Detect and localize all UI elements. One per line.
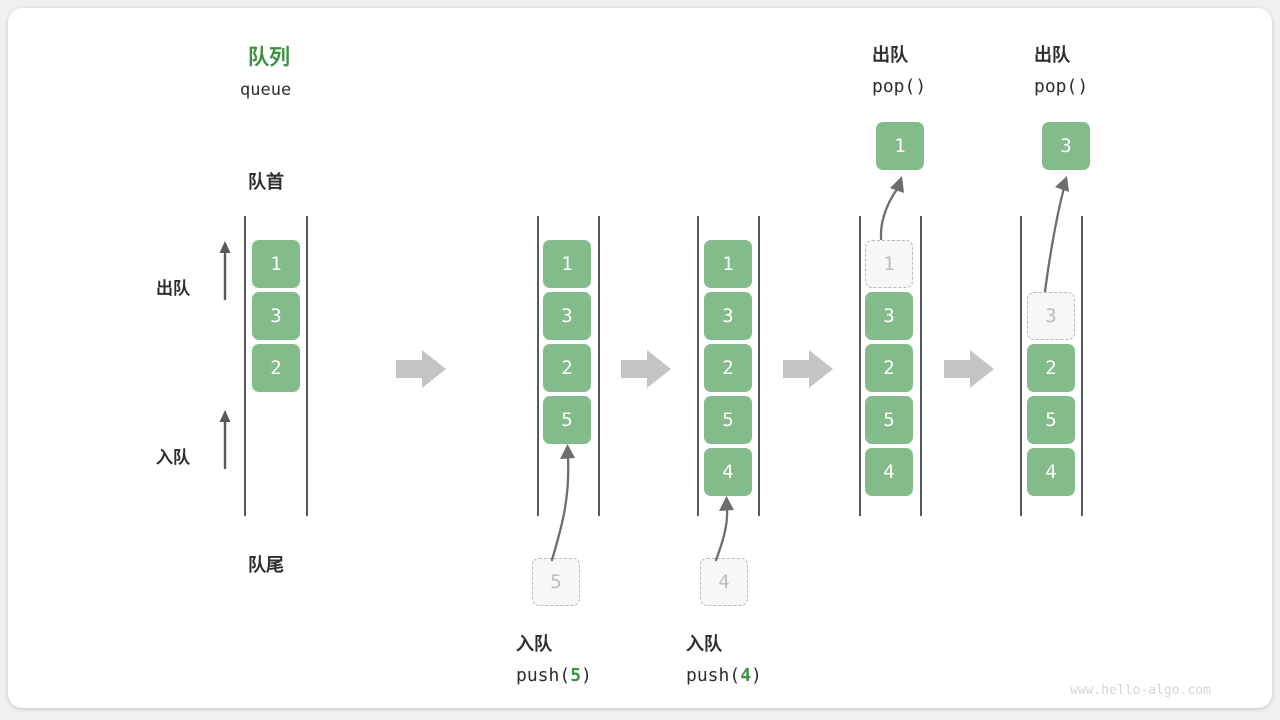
queue-cell-removed: 3 <box>1027 292 1075 340</box>
panel-header-zh: 出队 <box>872 45 908 66</box>
step-arrow-icon <box>396 350 446 388</box>
dequeue-direction-arrow-icon <box>219 241 231 300</box>
caption-code-suffix: ) <box>751 665 762 686</box>
queue-cell-removed: 1 <box>865 240 913 288</box>
incoming-element-ghost: 5 <box>532 558 580 606</box>
step-arrow-icon <box>621 350 671 388</box>
queue-cell: 5 <box>704 396 752 444</box>
queue-cell-new: 5 <box>543 396 591 444</box>
queue-cell: 2 <box>704 344 752 392</box>
enqueue-side-label: 入队 <box>156 448 190 468</box>
queue-rail-left-p4 <box>859 216 861 516</box>
caption-code-suffix: ) <box>581 665 592 686</box>
caption-code-arg: 5 <box>570 665 582 686</box>
queue-rail-right-p4 <box>920 216 922 516</box>
diagram-card: 队列 queue 队首 队尾 出队 入队 1 3 2 1 3 2 5 <box>8 8 1272 708</box>
queue-rail-right-p5 <box>1081 216 1083 516</box>
dequeue-motion-arrow-icon <box>879 176 904 248</box>
enqueue-motion-arrow-icon <box>550 444 575 562</box>
popped-element: 1 <box>876 122 924 170</box>
queue-rail-left-p5 <box>1020 216 1022 516</box>
diagram-title-zh: 队列 <box>248 45 290 69</box>
queue-cell: 5 <box>865 396 913 444</box>
queue-cell: 5 <box>1027 396 1075 444</box>
enqueue-direction-arrow-icon <box>219 410 231 469</box>
queue-rail-right-p3 <box>758 216 760 516</box>
queue-rail-left-p2 <box>537 216 539 516</box>
queue-cell: 2 <box>1027 344 1075 392</box>
front-label: 队首 <box>248 172 284 193</box>
queue-cell: 3 <box>543 292 591 340</box>
panel-caption-code: push(4) <box>686 665 762 686</box>
dequeue-side-label: 出队 <box>156 279 190 299</box>
watermark: www.hello-algo.com <box>1070 683 1211 698</box>
caption-code-arg: 4 <box>740 665 752 686</box>
queue-cell: 4 <box>1027 448 1075 496</box>
queue-rail-right-p2 <box>598 216 600 516</box>
queue-cell: 1 <box>704 240 752 288</box>
enqueue-motion-arrow-icon <box>714 496 734 562</box>
panel-caption-zh: 入队 <box>516 634 552 655</box>
queue-cell: 2 <box>252 344 300 392</box>
queue-cell: 3 <box>704 292 752 340</box>
panel-caption-zh: 入队 <box>686 634 722 655</box>
queue-rail-right-p1 <box>306 216 308 516</box>
queue-rail-left-p3 <box>697 216 699 516</box>
queue-cell: 2 <box>543 344 591 392</box>
panel-caption-code: push(5) <box>516 665 592 686</box>
queue-cell: 3 <box>252 292 300 340</box>
step-arrow-icon <box>783 350 833 388</box>
incoming-element-ghost: 4 <box>700 558 748 606</box>
queue-cell: 3 <box>865 292 913 340</box>
panel-header-zh: 出队 <box>1034 45 1070 66</box>
rear-label: 队尾 <box>248 555 284 576</box>
queue-cell: 2 <box>865 344 913 392</box>
queue-rail-left-p1 <box>244 216 246 516</box>
diagram-title-en: queue <box>240 80 292 100</box>
caption-code-prefix: push( <box>516 665 571 686</box>
panel-header-code: pop() <box>872 76 927 97</box>
step-arrow-icon <box>944 350 994 388</box>
panel-header-code: pop() <box>1034 76 1089 97</box>
caption-code-prefix: push( <box>686 665 741 686</box>
queue-cell-new: 4 <box>704 448 752 496</box>
queue-cell: 4 <box>865 448 913 496</box>
dequeue-motion-arrow-icon <box>1042 176 1069 302</box>
queue-cell: 1 <box>252 240 300 288</box>
popped-element: 3 <box>1042 122 1090 170</box>
queue-cell: 1 <box>543 240 591 288</box>
